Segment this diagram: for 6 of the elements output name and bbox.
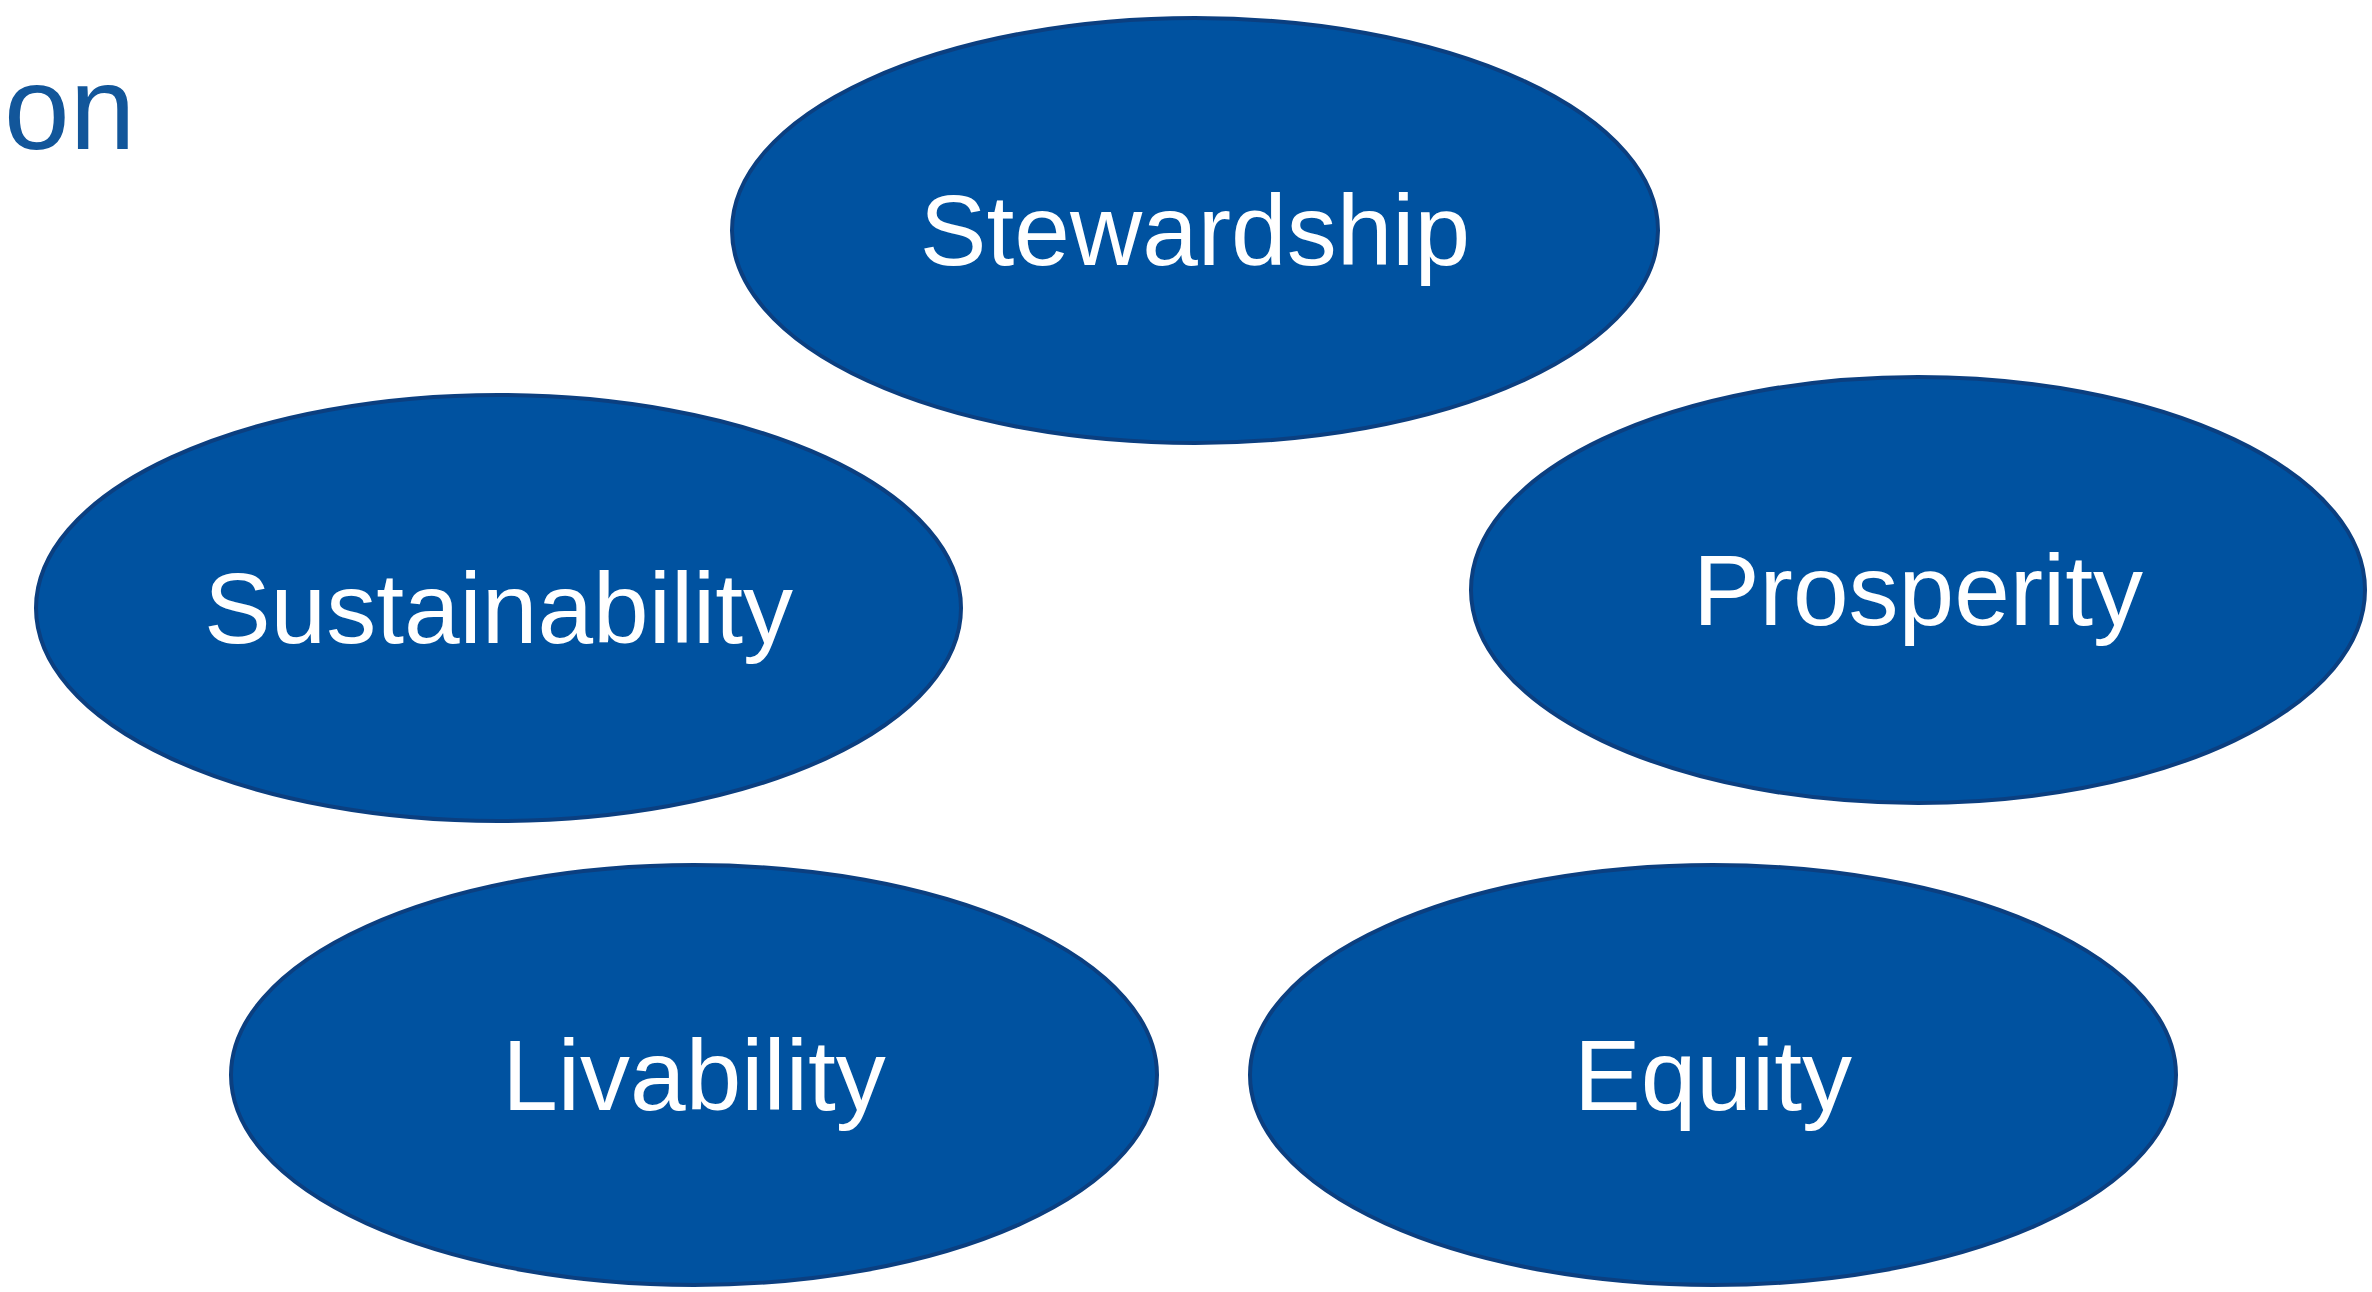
node-label: Livability [502, 1017, 886, 1133]
node-label: Prosperity [1692, 532, 2144, 648]
node-label: Sustainability [203, 550, 794, 666]
heading-fragment: on [4, 41, 136, 176]
node-label: Equity [1574, 1017, 1852, 1133]
node-label: Stewardship [919, 173, 1471, 288]
